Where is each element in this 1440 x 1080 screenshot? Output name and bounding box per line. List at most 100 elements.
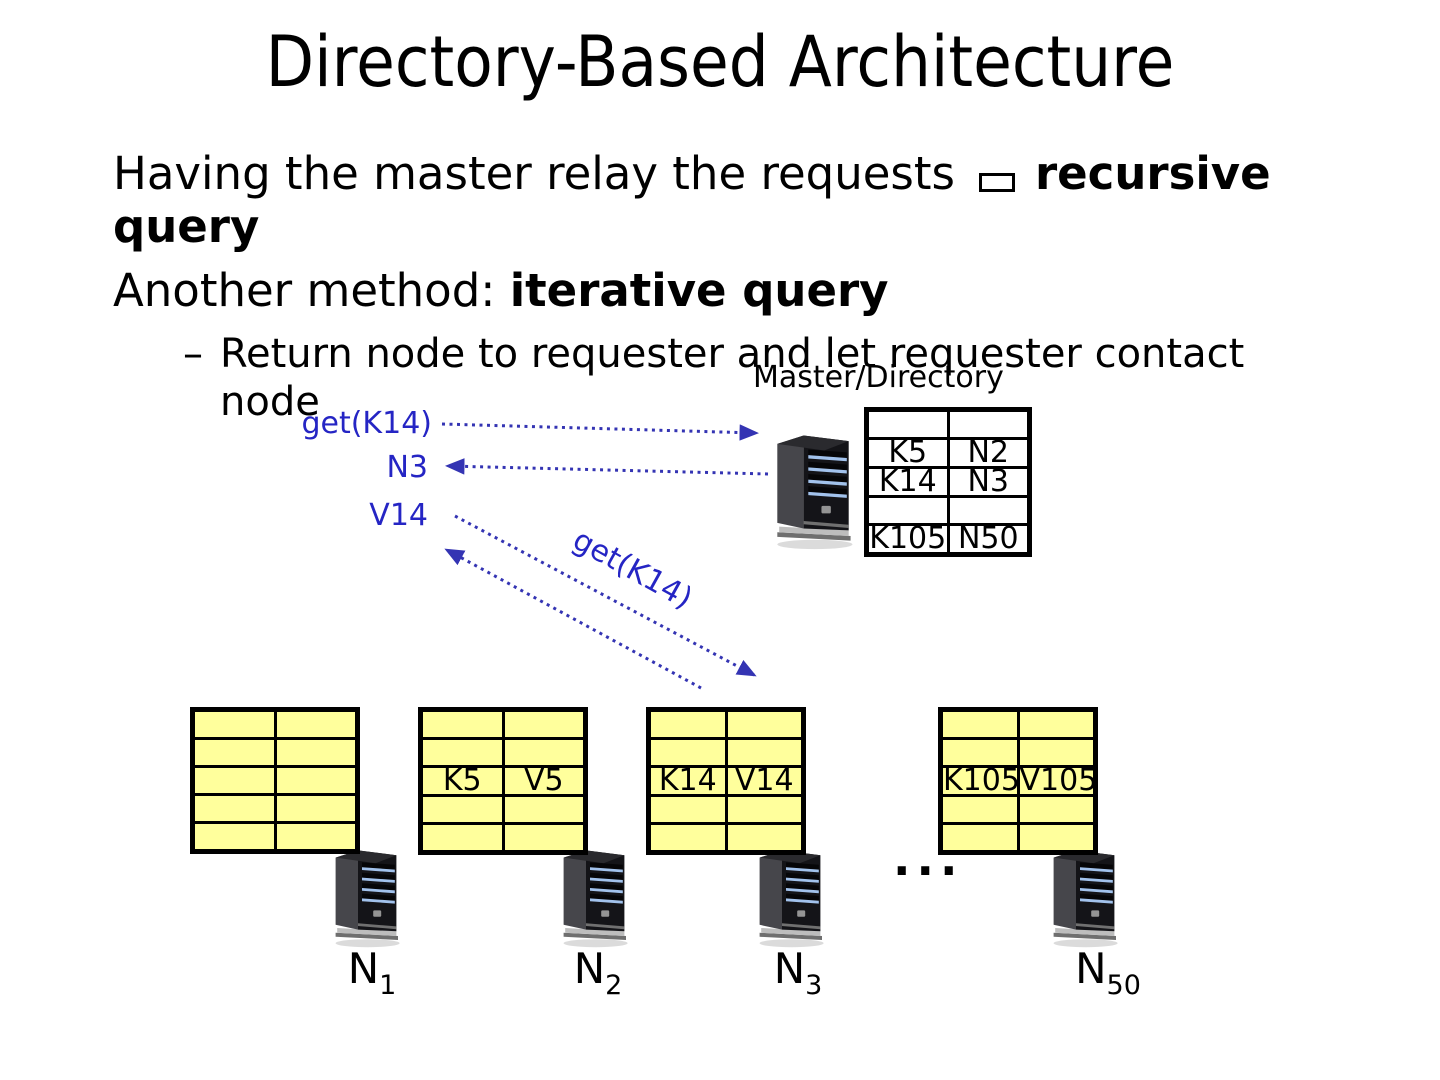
message-label-v14: V14 (369, 498, 428, 533)
table-cell (1016, 794, 1097, 825)
table-cell: N50 (946, 523, 1031, 556)
table-cell (1016, 822, 1097, 854)
table-cell (273, 821, 359, 853)
recursive-query-emphasis: recursive (1034, 147, 1271, 200)
table-cell: K14 (865, 466, 950, 498)
table-cell (501, 822, 587, 854)
table-cell (273, 765, 359, 796)
message-label-get-k14-diagonal: get(K14) (566, 522, 699, 617)
node-subscript: 3 (805, 970, 823, 1001)
recursive-query-emphasis-line2: query (113, 200, 260, 253)
paragraph-2-text: Another method: (113, 264, 510, 317)
iterative-query-emphasis: iterative query (509, 264, 889, 317)
node-subscript: 2 (605, 970, 623, 1001)
table-cell (939, 822, 1020, 854)
body-paragraph-1: Having the master relay the requests recu… (113, 147, 1383, 253)
node-name: N (1075, 944, 1107, 993)
table-row (191, 708, 359, 740)
table-cell (501, 794, 587, 825)
table-cell (1016, 708, 1097, 740)
node-label: N1 (322, 944, 422, 1001)
table-cell: V14 (724, 765, 805, 797)
table-row (191, 737, 359, 768)
master-directory-label: Master/Directory (753, 360, 1004, 395)
table-row (419, 708, 587, 740)
table-cell (419, 822, 505, 854)
node-name: N (573, 944, 606, 993)
table-row (647, 794, 805, 825)
table-row (865, 495, 1031, 526)
node-label: N50 (1058, 944, 1158, 1001)
message-label-n3: N3 (386, 450, 428, 485)
table-cell (419, 794, 505, 825)
body-paragraph-2: Another method: iterative query (113, 264, 889, 317)
table-row (939, 708, 1097, 740)
node-subscript: 50 (1106, 970, 1141, 1001)
table-row (191, 765, 359, 796)
table-cell: K105 (939, 765, 1020, 797)
node-name: N (347, 944, 380, 993)
node-label: N2 (548, 944, 648, 1001)
bullet-dash: – (183, 331, 203, 377)
sub-bullet: – Return node to requester and let reque… (183, 330, 1244, 426)
table-cell (939, 708, 1020, 740)
node-name: N (773, 944, 806, 993)
table-cell: K14 (647, 765, 728, 797)
table-row (647, 822, 805, 854)
table-cell (724, 708, 805, 740)
node-subscript: 1 (379, 970, 397, 1001)
page-title: Directory-Based Architecture (265, 21, 1175, 103)
table-cell (501, 737, 587, 768)
table-cell (647, 708, 728, 740)
table-cell (273, 737, 359, 768)
bullet-text: Return node to requester and let request… (220, 330, 1244, 426)
table-cell (191, 737, 277, 768)
arrow-reply-n3 (445, 458, 769, 476)
node-server-icon (554, 840, 634, 952)
table-row (939, 822, 1097, 854)
table-cell (273, 793, 359, 824)
table-cell (865, 495, 950, 526)
box-glyph-icon (978, 173, 1015, 192)
table-row (647, 708, 805, 740)
table-cell: V105 (1016, 763, 1098, 798)
table-row (939, 794, 1097, 825)
paragraph-1-text: Having the master relay the requests (113, 147, 955, 200)
node-label: N3 (748, 944, 848, 1001)
table-cell (191, 765, 277, 796)
table-cell: N3 (946, 466, 1031, 498)
table-cell: V5 (501, 765, 587, 797)
table-cell (191, 708, 277, 740)
bullet-line-1: Return node to requester and let request… (220, 331, 1245, 377)
table-cell (724, 794, 805, 825)
node-table (190, 707, 360, 854)
table-row (191, 793, 359, 824)
table-cell (1016, 737, 1097, 768)
table-cell: K5 (865, 437, 950, 469)
table-cell (647, 822, 728, 854)
table-cell (647, 794, 728, 825)
table-row (939, 737, 1097, 768)
table-row (419, 794, 587, 825)
table-row (419, 737, 587, 768)
table-cell (273, 708, 359, 740)
table-cell (501, 708, 587, 740)
table-cell (946, 495, 1031, 526)
table-row (419, 822, 587, 854)
table-cell: K105 (865, 523, 950, 556)
node-server-icon (1044, 840, 1124, 952)
node-server-icon (326, 840, 406, 952)
message-label-get-k14: get(K14) (301, 406, 432, 441)
table-cell (724, 822, 805, 854)
table-cell (939, 794, 1020, 825)
node-server-icon (750, 840, 830, 952)
